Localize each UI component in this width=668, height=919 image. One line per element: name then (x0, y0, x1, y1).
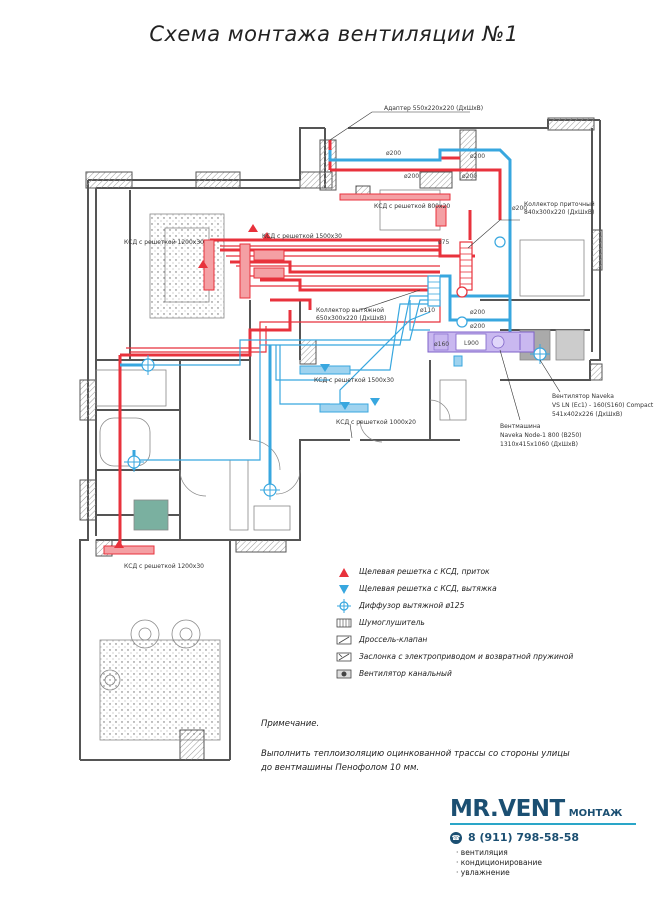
label-ksd-1500-mid: КСД с решеткой 1500х30 (314, 377, 394, 384)
legend-text: Диффузор вытяжной ø125 (359, 601, 465, 610)
service-humidification: увлажнение (460, 868, 510, 877)
label-d200-d: ø200 (462, 173, 477, 180)
note-line-2: до вентмашины Пенофолом 10 мм. (261, 763, 420, 773)
throttle-valve-icon (335, 634, 353, 646)
label-ksd-1200-bot: КСД с решеткой 1200х30 (124, 563, 204, 570)
legend-text: Щелевая решетка с КСД, приток (359, 567, 490, 576)
service-conditioning: кондиционирование (460, 858, 542, 867)
legend-text: Шумоглушитель (359, 618, 425, 627)
legend-row: Шумоглушитель (335, 614, 635, 631)
label-fan-3: 541х402х226 (ДхШхВ) (552, 411, 622, 418)
label-d200-f: ø200 (470, 309, 485, 316)
legend: Щелевая решетка с КСД, приток Щелевая ре… (335, 563, 635, 682)
label-collector-out-1: Коллектор вытяжной (316, 307, 384, 314)
phone-icon: ☎ (450, 831, 462, 844)
wall-columns (79, 117, 603, 761)
exhaust-ducts-thin (138, 295, 431, 461)
label-fan-2: VS LN (Ec1) - 160(S160) Compact (552, 402, 654, 409)
label-d200-b: ø200 (470, 153, 485, 160)
diagram-labels: Адаптер 550х220х220 (ДхШхВ) ø200 ø200 ø2… (124, 105, 654, 570)
legend-text: Щелевая решетка с КСД, вытяжка (359, 584, 497, 593)
label-ksd-1000: КСД с решеткой 1000х20 (336, 419, 416, 426)
label-collector-out-2: 650х300х220 (ДхШхВ) (316, 315, 386, 322)
services-list: · вентиляция · кондиционирование · увлаж… (450, 848, 650, 878)
service-item: · вентиляция (456, 848, 508, 857)
label-d110: ø110 (420, 307, 435, 314)
note-heading: Примечание. (261, 719, 320, 729)
legend-row: Дроссель-клапан (335, 631, 635, 648)
note: Примечание. Выполнить теплоизоляцию оцин… (261, 717, 621, 775)
legend-text: Вентилятор канальный (359, 669, 452, 678)
label-fan-1: Вентилятор Naveka (552, 393, 614, 400)
label-adapter: Адаптер 550х220х220 (ДхШхВ) (384, 105, 483, 112)
label-collector-in-2: 840х300х220 (ДхШхВ) (524, 209, 594, 216)
note-line-1: Выполнить теплоизоляцию оцинкованной тра… (261, 749, 570, 759)
label-collector-in-1: Коллектор приточный (524, 201, 595, 208)
silencer-icon (335, 617, 353, 629)
label-ksd-1200-top: КСД с решеткой 1200х30 (124, 239, 204, 246)
supply-grille-icon (335, 566, 353, 578)
label-unit-1: Вентмашина (500, 423, 541, 430)
label-l900: L900 (464, 340, 479, 347)
legend-row: Диффузор вытяжной ø125 (335, 597, 635, 614)
service-item: · кондиционирование (456, 858, 542, 867)
damper-icon (335, 651, 353, 663)
page-title: Схема монтажа вентиляции №1 (149, 22, 519, 46)
legend-row: Щелевая решетка с КСД, приток (335, 563, 635, 580)
phone-number[interactable]: 8 (911) 798-58-58 (468, 831, 580, 844)
legend-text: Дроссель-клапан (359, 635, 428, 644)
label-d160: ø160 (434, 341, 449, 348)
service-ventilation: вентиляция (460, 848, 508, 857)
label-d200-a: ø200 (386, 150, 401, 157)
label-d200-c: ø200 (404, 173, 419, 180)
leader-lines (329, 111, 561, 439)
label-d75: ø75 (438, 239, 449, 246)
phone-row[interactable]: ☎ 8 (911) 798-58-58 (450, 831, 650, 844)
brand-suffix: МОНТАЖ (568, 808, 623, 819)
ventilation-unit (427, 331, 535, 353)
legend-text: Заслонка с электроприводом и возвратной … (359, 652, 574, 661)
exhaust-grille-icon (335, 583, 353, 595)
label-ksd-800: КСД с решеткой 800х20 (374, 203, 450, 210)
furniture (95, 189, 585, 741)
supply-grille-markers (114, 224, 272, 548)
diffuser-icon (335, 598, 353, 613)
legend-row: Вентилятор канальный (335, 665, 635, 682)
label-d200-e: ø200 (512, 205, 527, 212)
label-unit-3: 1310х415х1060 (ДхШхВ) (500, 441, 578, 448)
legend-row: Щелевая решетка с КСД, вытяжка (335, 580, 635, 597)
supply-grilles (103, 193, 451, 555)
duct-fan-icon (335, 668, 353, 680)
label-d200-g: ø200 (470, 323, 485, 330)
diffuser-arrows (124, 344, 550, 500)
brand-name: MR.VENT (450, 796, 565, 822)
label-unit-2: Naveka Node-1 800 (B250) (500, 432, 582, 439)
service-item: · увлажнение (456, 868, 510, 877)
exhaust-grille-markers (320, 364, 380, 410)
label-ksd-1500-top: КСД с решеткой 1500х30 (262, 233, 342, 240)
door-swings (179, 399, 451, 497)
legend-row: Заслонка с электроприводом и возвратной … (335, 648, 635, 665)
brand-divider (450, 823, 636, 825)
